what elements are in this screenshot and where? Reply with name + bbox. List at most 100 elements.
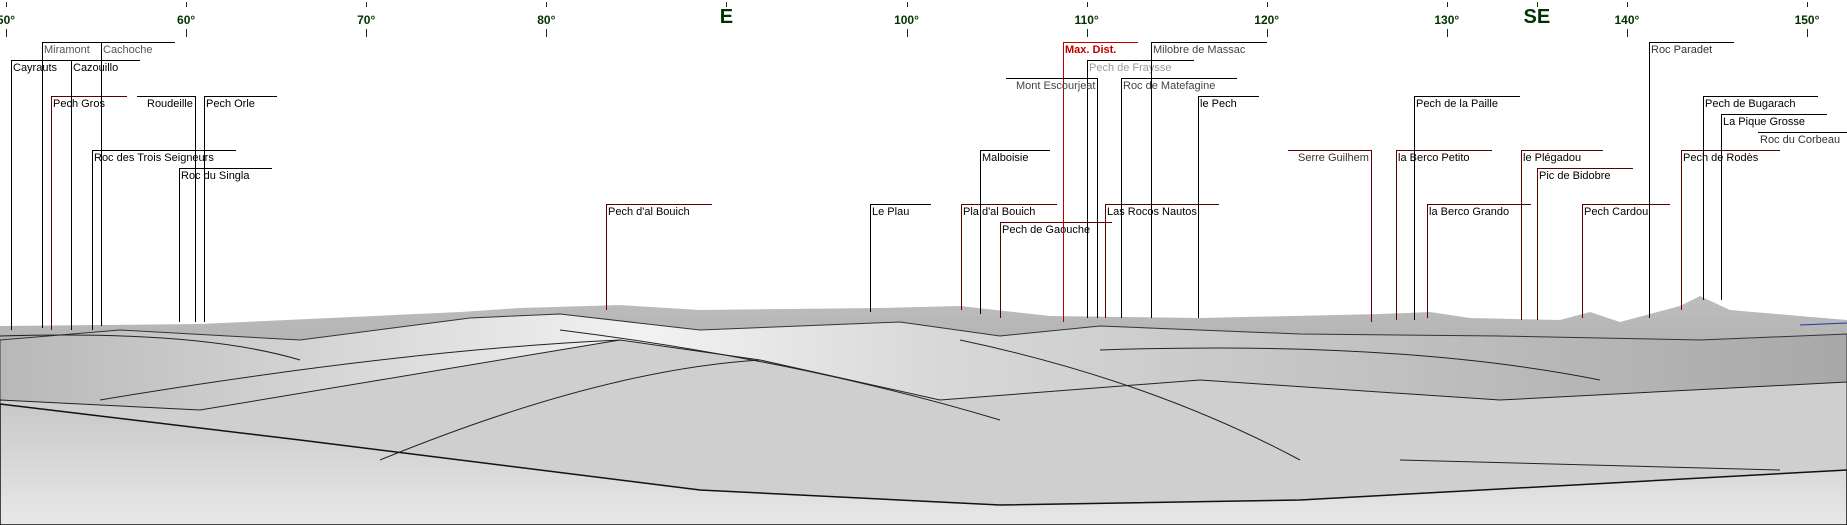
peak-marker-line [1582,204,1583,318]
peak-marker-line [1097,78,1098,318]
degree-label: 80° [537,13,556,27]
peak-marker-line [606,204,607,310]
tick-mark [366,2,368,7]
degree-label: 70° [357,13,376,27]
peak-marker-line [195,96,196,322]
tick-mark [1266,29,1268,37]
degree-label: 60° [177,13,196,27]
tick-mark [1626,29,1628,37]
degree-label: 110° [1074,13,1099,27]
peak-marker-line [1703,96,1704,300]
tick-mark [1536,2,1538,7]
peak-marker-line [1681,150,1682,310]
peak-marker-line [1414,96,1415,320]
peak-marker-line [1121,78,1122,318]
peak-marker-line [1537,168,1538,320]
peak-label[interactable]: Pech de Rodès [1681,150,1781,167]
peak-label[interactable]: Pech Orle [204,96,277,113]
degree-label: 120° [1254,13,1280,27]
peak-marker-line [961,204,962,310]
peak-marker-line [1396,150,1397,320]
peak-label[interactable]: Serre Guilhem [1288,150,1372,167]
peak-marker-line [42,42,43,328]
peak-label[interactable]: la Berco Petito [1396,150,1492,167]
peak-marker-line [92,150,93,330]
peak-label[interactable]: Pech Cardou [1582,204,1671,221]
peak-label[interactable]: Cayrauts [11,60,80,77]
peak-label[interactable]: Pech de Bugarach [1703,96,1818,113]
peak-label[interactable]: Pic de Bidobre [1537,168,1633,185]
peak-marker-line [179,168,180,322]
peak-marker-line [1151,42,1152,318]
tick-mark [906,2,908,7]
tick-mark [1807,29,1808,37]
peak-marker-line [1000,222,1001,318]
peak-marker-line [101,42,102,326]
peak-label[interactable]: Cachoche [101,42,175,59]
tick-mark [1086,29,1088,37]
peak-label[interactable]: Miramont [42,42,112,59]
tick-mark [546,2,548,7]
tick-mark [546,29,548,37]
peak-label[interactable]: Roc Paradet [1649,42,1735,59]
tick-mark [366,29,368,37]
degree-label: 50° [0,13,16,27]
cardinal-label: SE [1523,6,1551,28]
tick-mark [1626,2,1628,7]
peak-marker-line [1521,150,1522,320]
peak-label[interactable]: Pech de Fraysse [1087,60,1194,77]
peak-label[interactable]: La Pique Grosse [1721,114,1827,131]
peak-label[interactable]: le Pech [1198,96,1259,113]
peak-marker-line [1371,150,1372,322]
peak-label[interactable]: Le Plau [870,204,932,221]
peak-label[interactable]: Roc du Corbeau [1758,132,1847,149]
degree-label: 130° [1434,13,1460,27]
peak-label[interactable]: Roc du Singla [179,168,272,185]
tick-mark [906,29,908,37]
peak-marker-line [204,96,205,322]
tick-mark [1446,2,1448,7]
peak-label[interactable]: Cazouillo [71,60,141,77]
tick-mark [1807,2,1808,7]
tick-mark [186,2,188,7]
peak-label[interactable]: Pech d'al Bouich [606,204,712,221]
peak-label[interactable]: la Berco Grando [1427,204,1532,221]
peak-label[interactable]: Malboisie [980,150,1051,167]
peak-label[interactable]: Mont Escourjeat [1006,78,1099,95]
tick-mark [6,29,7,37]
peak-marker-line [1087,60,1088,318]
peak-marker-line [1721,114,1722,300]
peak-marker-line [1063,42,1064,322]
tick-mark [1446,29,1448,37]
peak-label[interactable]: Milobre de Massac [1151,42,1268,59]
tick-mark [6,2,7,7]
peak-label[interactable]: Roudeille [137,96,196,113]
peak-label[interactable]: Pech de la Paille [1414,96,1520,113]
tick-mark [726,2,728,7]
cardinal-label: E [719,6,734,28]
peak-marker-line [1649,42,1650,318]
peak-marker-line [11,60,12,330]
peak-label[interactable]: le Plégadou [1521,150,1604,167]
peak-marker-line [71,60,72,330]
peak-marker-line [870,204,871,312]
degree-label: 100° [894,13,919,27]
peak-marker-line [1427,204,1428,318]
peak-marker-line [1105,204,1106,318]
peak-marker-line [980,150,981,314]
peak-label[interactable]: Roc des Trois Seigneurs [92,150,236,167]
peak-marker-line [51,96,52,330]
tick-mark [1266,2,1268,7]
peak-label[interactable]: Las Rocos Nautos [1105,204,1219,221]
degree-label: 140° [1614,13,1640,27]
tick-mark [1086,2,1088,7]
peak-label[interactable]: Pech Gros [51,96,127,113]
peak-label[interactable]: Roc de Matefagine [1121,78,1238,95]
tick-mark [186,29,188,37]
peak-label[interactable]: Pla d'al Bouich [961,204,1058,221]
peak-label[interactable]: Pech de Gaouche [1000,222,1113,239]
peak-label[interactable]: Max. Dist. [1063,42,1139,59]
foreground-slope [0,403,1847,525]
degree-label: 150° [1794,13,1820,27]
